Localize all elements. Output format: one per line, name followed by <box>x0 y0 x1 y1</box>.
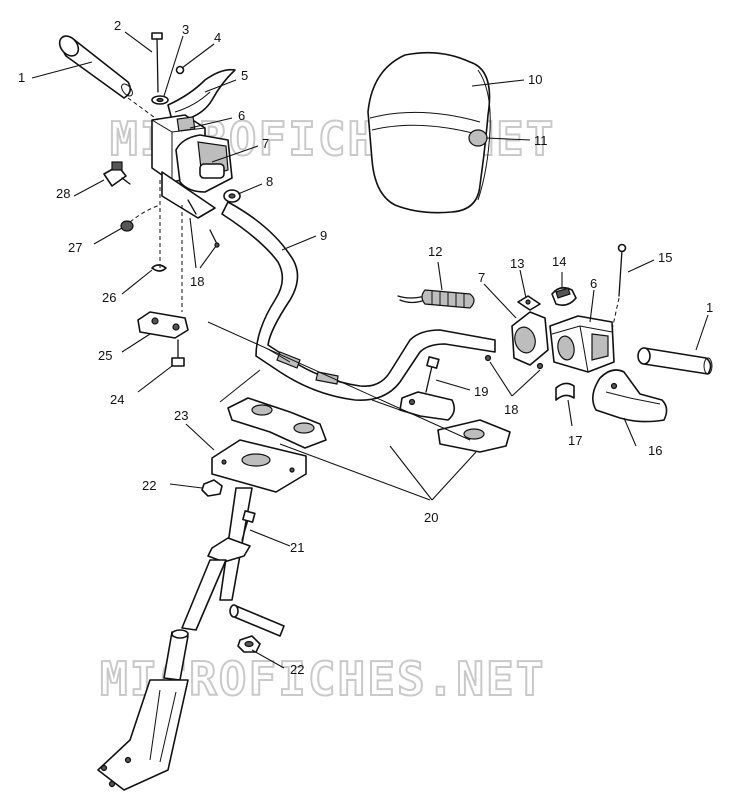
callout-15: 15 <box>658 250 672 265</box>
mount-plate-left <box>161 171 216 219</box>
callout-2: 2 <box>114 18 121 33</box>
switch-housing-7-right <box>511 311 549 366</box>
callout-16: 16 <box>648 443 662 458</box>
clamp-17 <box>555 382 575 401</box>
callout-3: 3 <box>182 22 189 37</box>
steering-column-lower <box>97 629 189 791</box>
callout-10: 10 <box>528 72 542 87</box>
screw-15 <box>611 243 627 331</box>
callout-24: 24 <box>110 392 124 407</box>
callout-19: 19 <box>474 384 488 399</box>
switch-housing-7-left <box>175 134 233 193</box>
brake-lever-5 <box>167 68 236 121</box>
assembly-line-center-1 <box>207 321 471 441</box>
callout-22-top: 22 <box>142 478 156 493</box>
left-hand-grip <box>58 35 133 99</box>
callout-12: 12 <box>428 244 442 259</box>
callout-25: 25 <box>98 348 112 363</box>
riser-plate-23 <box>211 439 307 493</box>
throttle-wire-12 <box>397 289 475 309</box>
lower-clamp-20-right <box>437 419 511 453</box>
switch-13 <box>517 295 541 311</box>
callout-23: 23 <box>174 408 188 423</box>
callout-22-bottom: 22 <box>290 662 304 677</box>
washer-3 <box>151 95 169 105</box>
callout-4: 4 <box>214 30 221 45</box>
callout-27: 27 <box>68 240 82 255</box>
callout-18-right: 18 <box>504 402 518 417</box>
upper-clamp-20-right <box>399 391 456 421</box>
callout-8: 8 <box>266 174 273 189</box>
lever-16 <box>592 369 668 423</box>
connector-27 <box>120 204 161 232</box>
assembly-line-left-3 <box>127 97 159 121</box>
callout-7-right: 7 <box>478 270 485 285</box>
callout-11: 11 <box>534 133 548 148</box>
callout-6-right: 6 <box>590 276 597 291</box>
screws-18-left <box>187 199 220 248</box>
callout-7-left: 7 <box>262 136 269 151</box>
grommet-11 <box>468 129 488 147</box>
bolt-24 <box>171 339 185 367</box>
plug-8 <box>223 189 241 203</box>
assembly-line-center-3 <box>371 399 401 411</box>
throttle-block-25 <box>137 311 189 339</box>
callout-20: 20 <box>424 510 438 525</box>
assembly-line-center-2 <box>219 369 261 403</box>
callout-18-left: 18 <box>190 274 204 289</box>
bolt-21 <box>241 510 256 541</box>
callout-17: 17 <box>568 433 582 448</box>
control-housing-6-right <box>549 315 615 373</box>
clip-26 <box>151 264 167 272</box>
callout-14: 14 <box>552 254 566 269</box>
right-hand-grip <box>637 347 713 375</box>
pin <box>229 604 285 637</box>
nut-22-bottom <box>237 635 261 653</box>
callout-1-left: 1 <box>18 70 25 85</box>
callout-9: 9 <box>320 228 327 243</box>
callout-21: 21 <box>290 540 304 555</box>
handlebar-9 <box>221 201 496 401</box>
callout-5: 5 <box>241 68 248 83</box>
screw-2 <box>151 32 163 93</box>
callout-26: 26 <box>102 290 116 305</box>
callout-28: 28 <box>56 186 70 201</box>
nut-22-top <box>201 479 223 497</box>
screws-18-right <box>484 354 544 370</box>
kill-switch-28 <box>103 161 131 187</box>
upper-clamp-20-left <box>227 397 327 449</box>
bolt-19 <box>425 356 440 393</box>
callout-1-right: 1 <box>706 300 713 315</box>
clip-4 <box>175 65 185 75</box>
leader-lines <box>31 31 709 669</box>
button-14 <box>551 286 577 306</box>
callout-6-left: 6 <box>238 108 245 123</box>
callout-13: 13 <box>510 256 524 271</box>
